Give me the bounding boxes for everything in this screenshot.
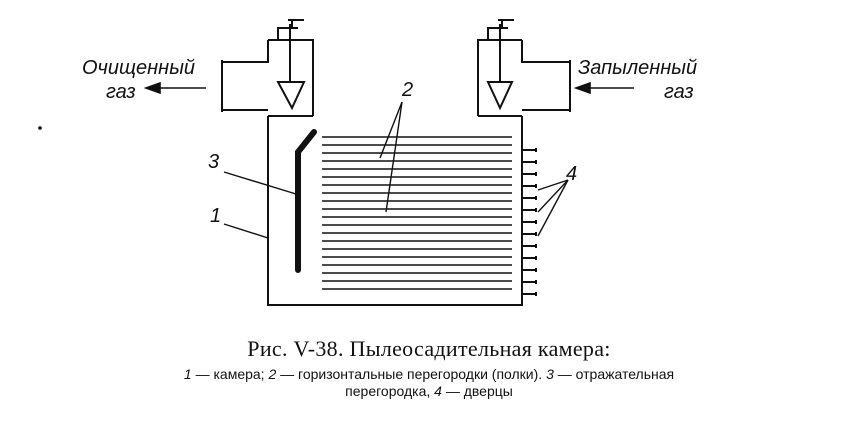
leader-4-b xyxy=(537,179,569,213)
legend-line-2: перегородка, 4 — дверцы xyxy=(0,383,858,400)
reflecting-baffle xyxy=(295,129,317,273)
stray-dot xyxy=(38,126,42,130)
outlet-arrow-head xyxy=(143,81,161,95)
leader-1 xyxy=(223,223,269,239)
inlet-pipe xyxy=(477,39,571,116)
legend-text: — горизонтальные перегородки (полки). xyxy=(276,366,547,382)
legend-text: перегородка, xyxy=(345,383,435,399)
leader-4-c xyxy=(537,179,569,237)
outlet-gas-label-line2: газ xyxy=(106,81,136,103)
legend-num: 3 xyxy=(546,366,554,382)
inlet-gas-label-line2: газ xyxy=(664,81,694,103)
legend-num: 2 xyxy=(268,366,277,382)
figure-caption-legend: 1 — камера; 2 — горизонтальные перегород… xyxy=(0,366,858,400)
outlet-gas-label-line1: Очищенный xyxy=(82,57,195,79)
outlet-pipe xyxy=(221,39,314,116)
leader-2-a xyxy=(379,101,403,159)
horizontal-shelves xyxy=(322,136,512,290)
leader-3 xyxy=(223,171,297,195)
legend-text: — дверцы xyxy=(441,383,513,399)
legend-num: 1 xyxy=(183,366,192,382)
legend-num: 4 xyxy=(434,383,442,399)
label-2: 2 xyxy=(401,79,413,101)
label-4: 4 xyxy=(566,163,577,185)
left-valve xyxy=(276,19,306,111)
legend-line-1: 1 — камера; 2 — горизонтальные перегород… xyxy=(0,366,858,383)
inlet-gas-label-line1: Запыленный xyxy=(578,57,697,79)
label-3: 3 xyxy=(208,151,219,173)
inlet-arrow-head xyxy=(573,81,591,95)
right-valve xyxy=(486,19,514,111)
label-1: 1 xyxy=(210,205,221,227)
figure-caption-title: Рис. V-38. Пылеосадительная камера: xyxy=(247,336,611,361)
doors xyxy=(522,148,537,296)
leader-4-a xyxy=(537,179,569,191)
legend-text: — отражательная xyxy=(553,366,675,382)
leader-2-b xyxy=(385,101,403,213)
legend-text: — камера; xyxy=(191,366,269,382)
